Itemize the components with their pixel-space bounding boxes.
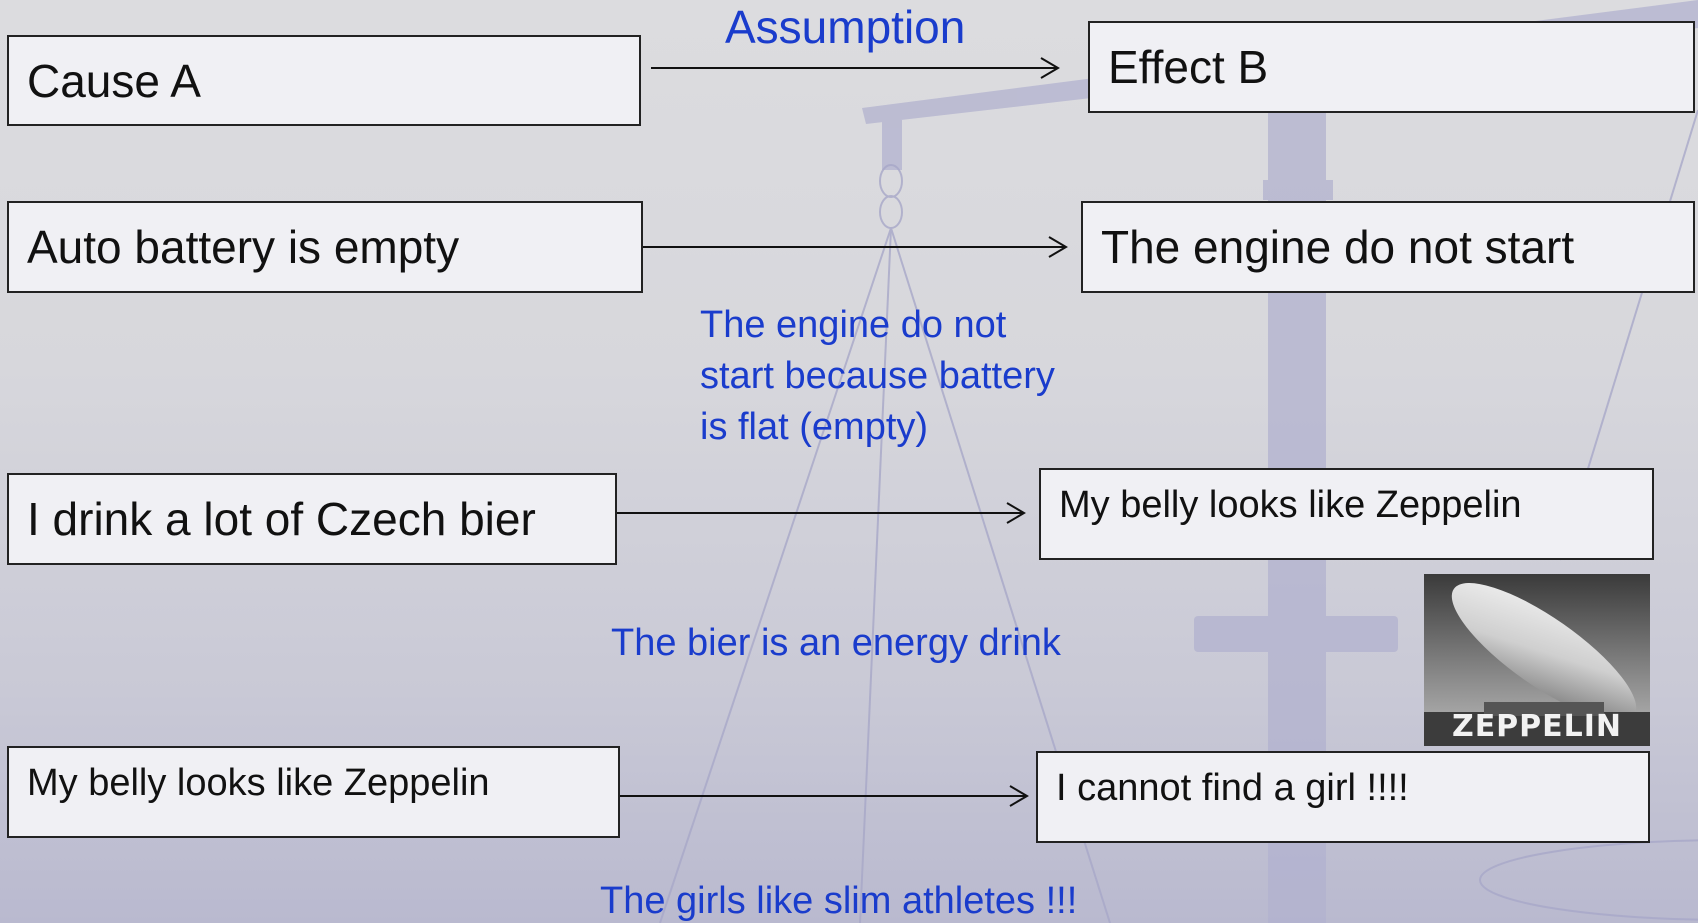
assumption-battery-line-3: is flat (empty) bbox=[700, 406, 929, 448]
assumption-girls-text: The girls like slim athletes !!! bbox=[600, 880, 1078, 922]
zeppelin-image: ZEPPELIN bbox=[1424, 574, 1650, 746]
effect-b-box: Effect B bbox=[1088, 21, 1695, 113]
zeppelin-caption: ZEPPELIN bbox=[1451, 709, 1623, 744]
assumption-bier-text: The bier is an energy drink bbox=[611, 622, 1061, 664]
zeppelin-photo bbox=[1424, 574, 1650, 746]
effect-girl-box: I cannot find a girl !!!! bbox=[1036, 751, 1650, 843]
cause-a-box: Cause A bbox=[7, 35, 641, 126]
assumption-heading: Assumption bbox=[725, 1, 966, 53]
cause-battery-box: Auto battery is empty bbox=[7, 201, 643, 293]
cause-bier-box: I drink a lot of Czech bier bbox=[7, 473, 617, 565]
cause-belly-box: My belly looks like Zeppelin bbox=[7, 746, 620, 838]
effect-engine-box: The engine do not start bbox=[1081, 201, 1695, 293]
assumption-battery-line-2: start because battery bbox=[700, 355, 1055, 397]
assumption-battery-text: The engine do not start because battery … bbox=[700, 300, 1055, 453]
assumption-battery-line-1: The engine do not bbox=[700, 304, 1007, 346]
effect-belly-box: My belly looks like Zeppelin bbox=[1039, 468, 1654, 560]
